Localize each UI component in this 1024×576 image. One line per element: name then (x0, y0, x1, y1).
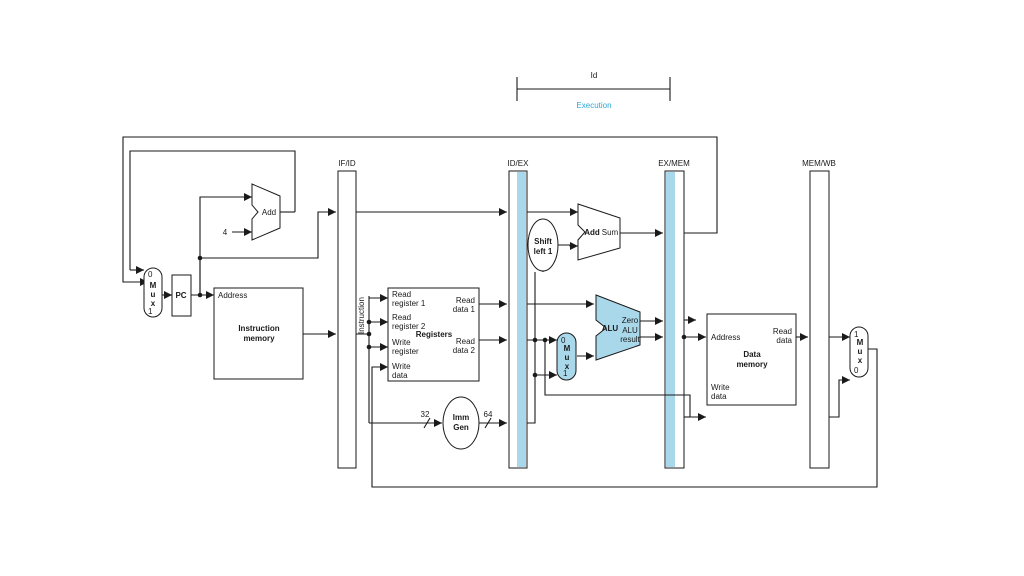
shift-left-2: left 1 (534, 247, 553, 256)
reg-title: Registers (416, 330, 453, 339)
imem-address: Address (218, 291, 247, 300)
pipeline-registers: IF/ID ID/EX EX/MEM MEM/WB (337, 159, 836, 469)
pc-mux-in0: 0 (148, 270, 153, 279)
imem-title-1: Instruction (238, 324, 279, 333)
shift-left: Shift left 1 (527, 218, 559, 272)
data-memory: Address Read data Write data Data memory (706, 313, 797, 406)
reg-rdata1-a: Read (456, 296, 475, 305)
reg-write-b: register (392, 347, 419, 356)
wb-mux-in0: 0 (854, 366, 859, 375)
pc-mux-x: x (151, 299, 156, 308)
reg-write-a: Write (392, 338, 411, 347)
if-id-label: IF/ID (338, 159, 356, 168)
alu-label: ALU (602, 324, 619, 333)
arrowheads (136, 193, 850, 427)
alu-mux-in1: 1 (563, 369, 568, 378)
shift-left-1: Shift (534, 237, 552, 246)
stage-sublabel: Execution (576, 101, 611, 110)
wb-mux-u: u (858, 347, 863, 356)
reg-rdata2-a: Read (456, 337, 475, 346)
alu-mux: 0 M u x 1 (556, 332, 577, 381)
wb-mux-m: M (857, 338, 864, 347)
imem-title-2: memory (243, 334, 275, 343)
pc-adder: Add 4 (223, 183, 281, 241)
pc-mux: 0 M u x 1 (143, 267, 163, 318)
stage-bracket: Id Execution (516, 71, 671, 110)
reg-wdata-a: Write (392, 362, 411, 371)
wb-mux-x: x (858, 356, 863, 365)
id-ex-label: ID/EX (508, 159, 530, 168)
alu-zero: Zero (622, 316, 639, 325)
pc-mux-m: M (150, 281, 157, 290)
imm-gen: Imm Gen 32 64 (421, 396, 493, 450)
ex-mem-shade (666, 172, 675, 467)
reg-rdata2-b: data 2 (453, 346, 476, 355)
dmem-title-2: memory (736, 360, 768, 369)
if-id-register (337, 170, 357, 469)
reg-read2-a: Read (392, 313, 411, 322)
dmem-write-a: Write (711, 383, 730, 392)
reg-wdata-b: data (392, 371, 408, 380)
instruction-memory: Address Instruction memory (213, 287, 304, 380)
pc-register: PC (171, 274, 192, 317)
alu-result-b: result (620, 335, 640, 344)
alu-mux-m: M (564, 344, 571, 353)
wb-mux-in1: 1 (854, 330, 859, 339)
dmem-address: Address (711, 333, 740, 342)
branch-adder-label: Add (584, 228, 600, 237)
reg-read1-b: register 1 (392, 299, 426, 308)
dmem-write-b: data (711, 392, 727, 401)
dmem-read-a: Read (773, 327, 792, 336)
ex-mem-label: EX/MEM (658, 159, 690, 168)
imm-out-width: 64 (484, 410, 493, 419)
imm-in-width: 32 (421, 410, 430, 419)
reg-rdata1-b: data 1 (453, 305, 476, 314)
imm-gen-2: Gen (453, 423, 469, 432)
instruction-bus-label: Instruction (357, 297, 366, 334)
alu: ALU Zero ALU result (595, 294, 641, 361)
imm-gen-1: Imm (453, 413, 469, 422)
reg-read1-a: Read (392, 290, 411, 299)
reg-read2-b: register 2 (392, 322, 426, 331)
junctions (197, 255, 687, 378)
pc-mux-u: u (151, 290, 156, 299)
id-ex-shade (517, 172, 526, 467)
pc-adder-const: 4 (223, 228, 228, 237)
mem-wb-label: MEM/WB (802, 159, 836, 168)
branch-adder-sum: Sum (602, 228, 619, 237)
stage-label: Id (591, 71, 598, 80)
mem-wb-register (809, 170, 830, 469)
alu-mux-u: u (565, 353, 570, 362)
branch-adder: Add Sum (577, 203, 621, 261)
pc-adder-label: Add (262, 208, 276, 217)
alu-mux-x: x (565, 362, 570, 371)
alu-result-a: ALU (622, 326, 638, 335)
dmem-read-b: data (776, 336, 792, 345)
alu-mux-in0: 0 (561, 336, 566, 345)
register-file: Read register 1 Read register 2 Write re… (387, 287, 480, 382)
pc-label: PC (175, 291, 186, 300)
pc-mux-in1: 1 (148, 307, 153, 316)
wb-mux: 1 M u x 0 (849, 326, 869, 378)
dmem-title-1: Data (743, 350, 761, 359)
